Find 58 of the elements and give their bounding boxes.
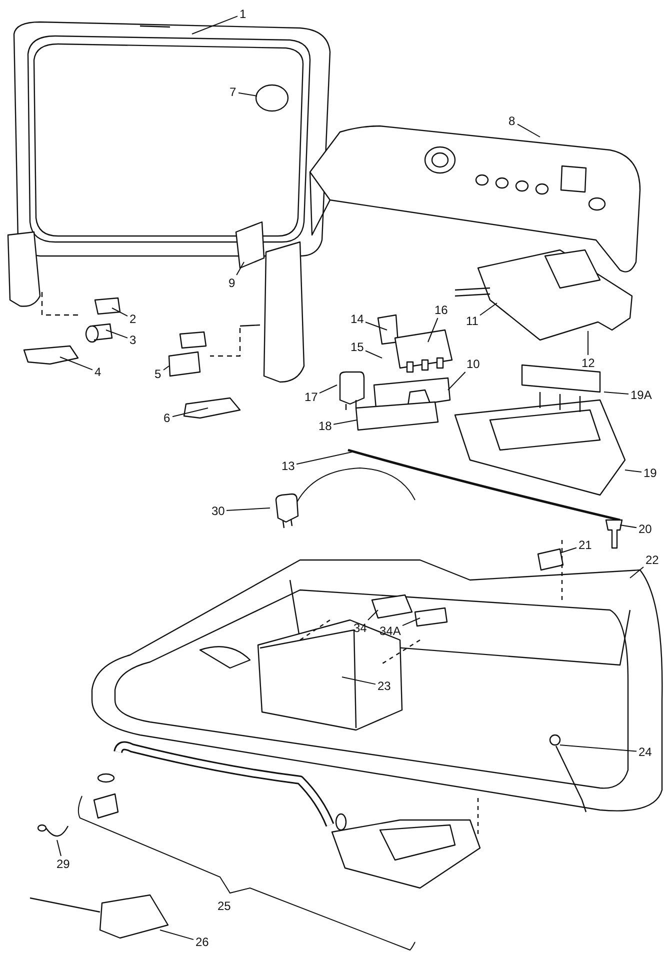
callout-number: 25	[216, 899, 232, 913]
leader-line	[560, 744, 637, 752]
leader-line	[365, 322, 388, 330]
callout-number: 30	[210, 504, 226, 518]
leader-line	[402, 618, 420, 626]
callout-number: 7	[228, 85, 238, 99]
leader-line	[56, 840, 62, 856]
callout-number: 21	[578, 538, 593, 552]
leader-line	[630, 566, 644, 578]
callout-number: 9	[228, 276, 236, 290]
leader-line	[620, 524, 637, 528]
leader-line	[60, 356, 93, 370]
leader-line	[448, 372, 466, 390]
callout-number: 12	[580, 356, 596, 370]
callout-number: 2	[128, 312, 138, 326]
callout-number: 26	[194, 935, 210, 949]
leader-line	[106, 330, 128, 338]
leader-line	[365, 350, 382, 358]
leader-line	[517, 124, 540, 138]
leader-line	[160, 930, 194, 940]
callout-number: 4	[94, 365, 102, 379]
callout-number: 23	[376, 679, 392, 693]
leader-line	[319, 384, 338, 394]
callout-number: 16	[434, 303, 449, 317]
leader-line	[560, 547, 577, 554]
callout-number: 10	[466, 357, 481, 371]
leader-line	[238, 92, 258, 96]
leader-line	[624, 470, 642, 472]
callout-number: 13	[280, 459, 296, 473]
callout-number: 19A	[630, 388, 653, 402]
leader-line	[368, 610, 378, 620]
leader-line	[296, 452, 352, 465]
callout-number: 8	[508, 114, 516, 128]
leader-line	[428, 318, 438, 342]
callout-number: 19	[642, 466, 658, 480]
callout-number: 1	[238, 7, 248, 21]
leader-line	[163, 366, 170, 370]
leader-line	[192, 16, 238, 34]
callout-number: 17	[304, 390, 319, 404]
callout-number: 24	[638, 745, 653, 759]
leader-line	[333, 420, 358, 425]
callout-number: 20	[638, 522, 653, 536]
leader-line	[342, 676, 376, 685]
callout-number: 29	[56, 857, 71, 871]
callout-number: 3	[128, 333, 138, 347]
leader-line	[480, 302, 498, 316]
leader-line	[112, 308, 128, 317]
callout-number: 5	[154, 367, 162, 381]
callout-number: 18	[318, 419, 333, 433]
callout-number: 11	[465, 314, 480, 328]
callout-number: 14	[350, 312, 365, 326]
callout-number: 22	[644, 553, 660, 567]
callout-number: 6	[162, 411, 172, 425]
callout-number: 34A	[378, 624, 402, 638]
leader-line	[604, 392, 629, 394]
callout-number: 15	[350, 340, 365, 354]
leader-line	[226, 508, 270, 511]
leader-line	[236, 262, 244, 276]
